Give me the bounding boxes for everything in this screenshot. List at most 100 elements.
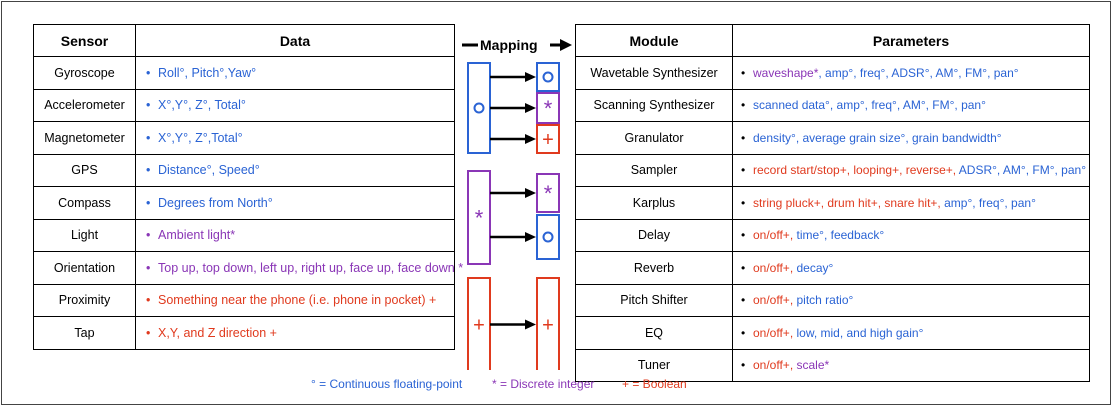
sensor-row: Accelerometer • X°,Y°, Z°, Total° <box>33 88 455 122</box>
mapping-diagram: *+**++ <box>467 62 560 370</box>
sensor-row-values: •Roll°, Pitch°,Yaw° <box>135 56 455 90</box>
target-box <box>536 277 560 370</box>
value-text: ADSR°, AM°, FM°, pan° <box>958 163 1087 178</box>
arrow-head-icon <box>525 134 536 144</box>
value-text: on/off+, <box>753 260 797 275</box>
sensor-row-name: Gyroscope <box>33 56 136 90</box>
module-row-name: Sampler <box>575 153 733 187</box>
mapping-label: Mapping <box>480 37 538 53</box>
bullet-icon: • <box>741 98 746 113</box>
bullet-icon: • <box>741 358 746 373</box>
value-text: , amp°, freq°, ADSR°, AM°, FM°, pan° <box>818 65 1019 80</box>
module-row-name: Reverb <box>575 251 733 285</box>
sensor-row: Orientation•Top up, top down, left up, r… <box>33 251 463 285</box>
bullet-icon: • <box>741 163 746 178</box>
value-text: Roll°, Pitch°,Yaw° <box>158 65 257 80</box>
legend-boolean: + = Boolean <box>622 377 687 391</box>
module-row-values: •density°, average grain size°, grain ba… <box>732 121 1090 155</box>
target-symbol-icon <box>542 231 554 243</box>
module-row-values: • on/off+, low, mid, and high gain° <box>732 316 1090 350</box>
value-text: Distance°, Speed° <box>158 163 260 178</box>
target-box <box>536 92 560 124</box>
module-table: Module Parameters Wavetable Synthesizer•… <box>575 24 1090 382</box>
bullet-icon: • <box>146 293 151 308</box>
module-row-values: • on/off+, scale* <box>732 348 1090 382</box>
target-box <box>536 62 560 92</box>
sensor-row-values: •Top up, top down, left up, right up, fa… <box>135 251 463 285</box>
sensor-row: Magnetometer • X°,Y°, Z°,Total° <box>33 121 455 155</box>
sensor-row-values: •X,Y, and Z direction + <box>135 316 455 350</box>
bullet-icon: • <box>146 130 151 145</box>
value-text: waveshape* <box>753 65 819 80</box>
sensor-row-name: Proximity <box>33 283 136 317</box>
module-row-name: Karplus <box>575 186 733 220</box>
value-text: X°,Y°, Z°, Total° <box>158 98 246 113</box>
value-text: X°,Y°, Z°,Total° <box>158 130 243 145</box>
module-row: EQ • on/off+, low, mid, and high gain° <box>575 316 1090 350</box>
parameters-header: Parameters <box>732 24 1090 57</box>
bullet-icon: • <box>741 260 746 275</box>
module-row-name: Scanning Synthesizer <box>575 88 733 122</box>
bullet-icon: • <box>146 325 151 340</box>
value-text: Ambient light* <box>158 228 236 243</box>
module-row-name: Wavetable Synthesizer <box>575 56 733 90</box>
module-row-name: EQ <box>575 316 733 350</box>
bullet-icon: • <box>741 293 746 308</box>
bullet-icon: • <box>741 195 746 210</box>
module-row: Granulator•density°, average grain size°… <box>575 121 1090 155</box>
bullet-icon: • <box>146 163 151 178</box>
bullet-icon: • <box>146 98 151 113</box>
arrow-head-icon <box>525 188 536 198</box>
module-row: Scanning Synthesizer•scanned data°, amp°… <box>575 88 1090 122</box>
value-text: amp°, freq°, pan° <box>944 195 1036 210</box>
source-box <box>467 170 491 265</box>
bullet-icon: • <box>741 130 746 145</box>
module-row: Karplus • string pluck+, drum hit+, snare … <box>575 186 1090 220</box>
sensor-row-name: Magnetometer <box>33 121 136 155</box>
target-symbol-icon: * <box>544 96 553 121</box>
legend-continuous: ° = Continuous floating-point <box>311 377 463 391</box>
module-row-values: •waveshape*, amp°, freq°, ADSR°, AM°, FM… <box>732 56 1090 90</box>
value-text: on/off+, <box>753 358 797 373</box>
sensor-row-values: •Degrees from North° <box>135 186 455 220</box>
target-box <box>536 124 560 154</box>
module-row: Wavetable Synthesizer•waveshape*, amp°, … <box>575 56 1090 90</box>
bullet-icon: • <box>146 260 151 275</box>
sensor-row-values: • X°,Y°, Z°, Total° <box>135 88 455 122</box>
arrow-head-icon <box>525 103 536 113</box>
module-row: Tuner • on/off+, scale* <box>575 348 1090 382</box>
module-row-name: Tuner <box>575 348 733 382</box>
module-row-values: • string pluck+, drum hit+, snare hit+, a… <box>732 186 1090 220</box>
module-row: Delay•on/off+, time°, feedback° <box>575 218 1090 252</box>
value-text: on/off+, <box>753 325 797 340</box>
value-text: time°, feedback° <box>796 228 885 243</box>
module-row-name: Delay <box>575 218 733 252</box>
module-row: Reverb • on/off+, decay° <box>575 251 1090 285</box>
module-row: Pitch Shifter•on/off+, pitch ratio° <box>575 283 1090 317</box>
mapping-header-arrows <box>462 39 572 51</box>
sensor-row-name: Tap <box>33 316 136 350</box>
value-text: decay° <box>796 260 834 275</box>
value-text: on/off+, <box>753 228 797 243</box>
sensor-row: Light•Ambient light* <box>33 218 455 252</box>
target-box <box>536 214 560 260</box>
target-symbol-icon <box>542 71 554 83</box>
module-row: Sampler•record start/stop+, looping+, re… <box>575 153 1090 187</box>
legend-discrete: * = Discrete integer <box>492 377 595 391</box>
bullet-icon: • <box>741 325 746 340</box>
sensor-row-values: • Distance°, Speed° <box>135 153 455 187</box>
module-row-values: •on/off+, pitch ratio° <box>732 283 1090 317</box>
module-header: Module <box>575 24 733 57</box>
target-symbol-icon: + <box>542 129 554 151</box>
value-text: string pluck+, drum hit+, snare hit+, <box>753 195 945 210</box>
sensor-row: Compass•Degrees from North° <box>33 186 455 220</box>
sensor-row-name: Accelerometer <box>33 88 136 122</box>
target-box <box>536 173 560 213</box>
arrow-head-icon <box>525 72 536 82</box>
value-text: scale* <box>796 358 830 373</box>
module-row-values: •record start/stop+, looping+, reverse+,… <box>732 153 1090 187</box>
value-text: Degrees from North° <box>158 195 273 210</box>
arrow-head-icon <box>525 232 536 242</box>
value-text: low, mid, and high gain° <box>796 325 924 340</box>
value-text: Something near the phone (i.e. phone in … <box>158 293 437 308</box>
